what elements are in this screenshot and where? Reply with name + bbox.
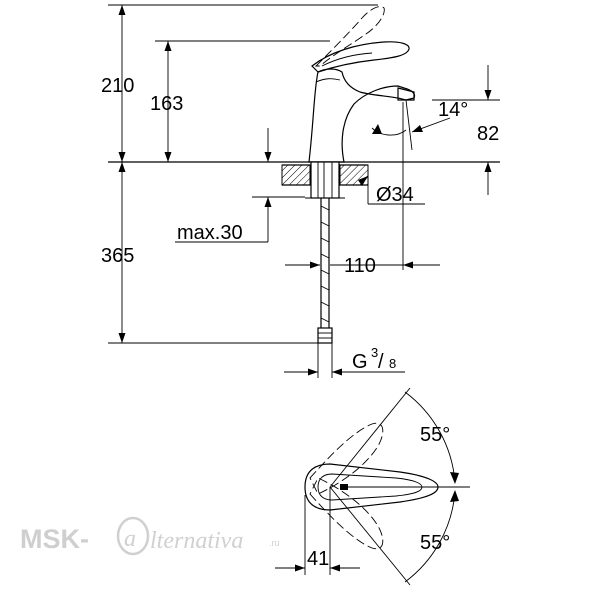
dim-hose-length: 365 [101,162,134,343]
body-detail [315,78,341,83]
svg-text:a: a [124,526,136,552]
watermark-part2: lternativa [150,528,243,554]
angle-upper-label: 55° [420,424,450,446]
dim-82-label: 82 [477,123,499,145]
dim-diameter: Ø34 [358,175,425,206]
lower-angle-line [329,486,411,586]
watermark: MSK- a lternativa .ru [20,516,280,556]
dim-spout-angle: 14° [371,99,500,151]
dim-365-label: 365 [101,245,134,267]
svg-text:/: / [378,351,384,373]
lever-highlight [321,52,373,67]
thread-denominator: 8 [389,356,396,371]
upper-swing-arc [404,391,456,483]
angle-lower-label: 55° [420,532,450,554]
dim-max30-label: max.30 [177,222,243,244]
dim-diameter-label: Ø34 [376,184,414,206]
dim-163-label: 163 [150,93,183,115]
lever [311,41,410,73]
dim-41-label: 41 [307,548,329,570]
faucet-top-inner [317,473,423,501]
dim-110-label: 110 [344,255,376,277]
dim-thread: G 3 / 8 [284,343,405,378]
thread-numerator: 3 [371,345,378,360]
mounting-shank [310,161,340,199]
dim-outlet-height: 82 [477,65,499,195]
faucet-top-outline [304,463,439,511]
lever-marker [340,484,348,490]
dim-spout-height: 163 [150,41,183,162]
body-outline [308,68,416,163]
watermark-part3: .ru [269,538,280,548]
dim-max-thickness: max.30 [175,128,305,244]
watermark-part1: MSK- [20,524,89,554]
lever-raised-ghost [314,6,385,67]
upper-angle-line [329,387,411,488]
lower-swing-arc [404,491,456,583]
at-sign-icon: a [116,516,150,556]
faucet-body [308,6,416,163]
thread-letter: G [352,351,368,373]
aerator [397,87,415,101]
dim-overall-height: 210 [101,5,134,162]
dim-reach: 110 [285,102,440,277]
top-view: 41 55° 55° [275,387,470,586]
mounting-section [281,161,369,199]
dim-210-label: 210 [101,75,134,97]
dim-14-label: 14° [438,99,468,121]
hose-connector [317,327,333,344]
dim-offset: 41 [275,487,360,575]
lever-left-ghost [309,422,384,495]
lever-right-ghost [309,477,384,550]
flex-hose [317,198,333,344]
side-view: 210 163 365 [101,4,500,378]
